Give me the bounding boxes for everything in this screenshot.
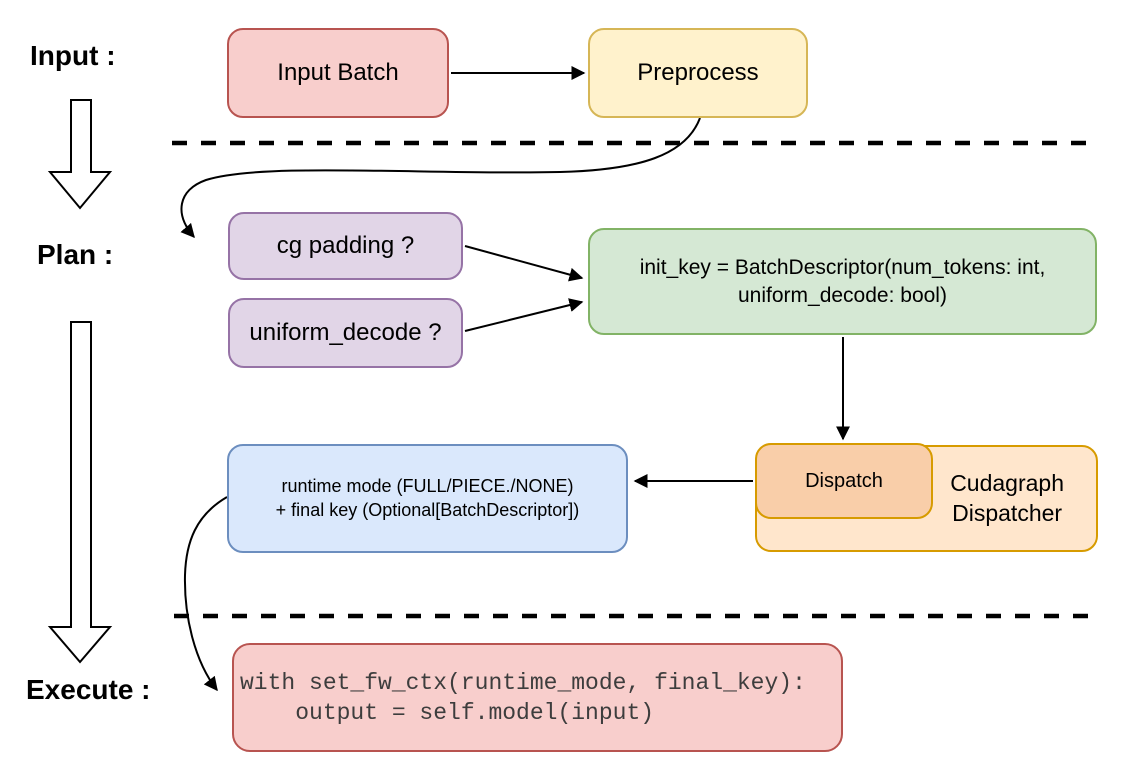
- node-dispatch-label: Dispatch: [805, 470, 883, 492]
- phase-arrow-plan-to-execute: [47, 321, 113, 664]
- execute-code-line2: output = self.model(input): [240, 699, 655, 726]
- arrow-cgpadding-to-initkey: [464, 245, 584, 282]
- node-execute-code: with set_fw_ctx(runtime_mode, final_key)…: [232, 643, 843, 752]
- phase-label-input: Input :: [30, 40, 116, 71]
- node-init-key-line1: init_key = BatchDescriptor(num_tokens: i…: [639, 256, 1046, 280]
- node-init-key: init_key = BatchDescriptor(num_tokens: i…: [588, 228, 1097, 335]
- node-input-batch: Input Batch: [227, 28, 449, 118]
- node-init-key-line2: uniform_decode: bool): [738, 283, 947, 307]
- arrow-preprocess-to-cgpadding: [180, 117, 701, 239]
- execute-code-line1: with set_fw_ctx(runtime_mode, final_key)…: [240, 669, 806, 696]
- node-cg-padding-label: cg padding ?: [276, 232, 415, 260]
- node-preprocess: Preprocess: [588, 28, 808, 118]
- arrow-uniformdecode-to-initkey: [464, 298, 584, 332]
- phase-label-execute: Execute :: [26, 674, 151, 705]
- node-uniform-decode: uniform_decode ?: [228, 298, 463, 368]
- node-dispatch: Dispatch: [755, 443, 933, 519]
- phase-arrow-input-to-plan: [47, 99, 113, 210]
- node-runtime-mode: runtime mode (FULL/PIECE./NONE) + final …: [227, 444, 628, 553]
- node-input-batch-label: Input Batch: [277, 59, 399, 87]
- node-preprocess-label: Preprocess: [637, 59, 759, 87]
- phase-label-plan: Plan :: [37, 239, 114, 270]
- arrow-runtimemode-to-executecode: [183, 496, 228, 692]
- node-uniform-decode-label: uniform_decode ?: [249, 319, 442, 347]
- node-runtime-mode-line1: runtime mode (FULL/PIECE./NONE): [281, 476, 574, 497]
- node-runtime-mode-line2: + final key (Optional[BatchDescriptor]): [275, 499, 580, 520]
- node-cg-padding: cg padding ?: [228, 212, 463, 280]
- node-cudagraph-line1: Cudagraph: [950, 469, 1064, 496]
- node-cudagraph-line2: Dispatcher: [952, 499, 1063, 526]
